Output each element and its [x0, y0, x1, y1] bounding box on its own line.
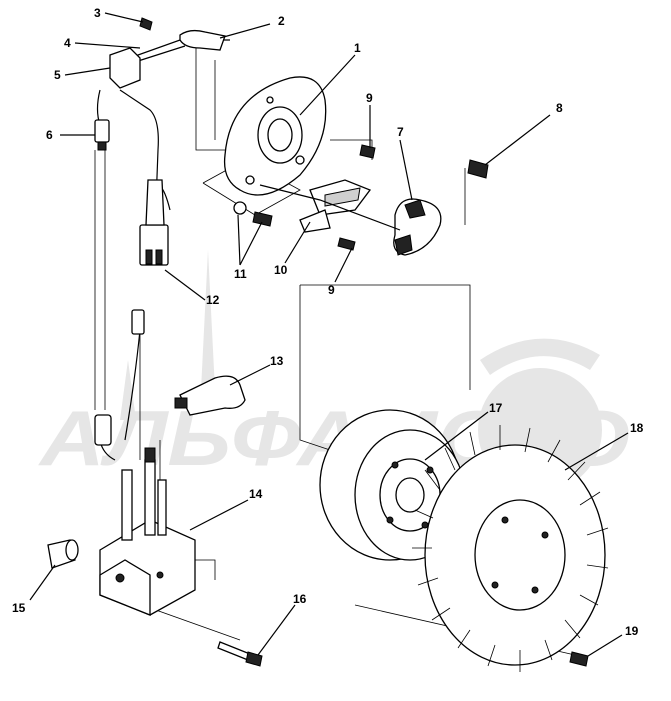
multi-pin-connector: [139, 179, 169, 266]
callout-label: 15: [12, 601, 26, 615]
callout-label: 18: [630, 421, 644, 435]
callout-label: 10: [274, 263, 288, 277]
connector-block: [109, 47, 141, 89]
callout-label: 14: [249, 487, 263, 501]
callout-label: 19: [625, 624, 639, 638]
callout-label: 5: [54, 68, 61, 82]
stator-plate: [223, 76, 327, 196]
ignition-coil: [99, 447, 196, 616]
callout-label: 7: [397, 125, 404, 139]
callout-label: 12: [206, 293, 220, 307]
callout-label: 16: [293, 592, 307, 606]
callout-label: 8: [556, 101, 563, 115]
callout-label: 3: [94, 6, 101, 20]
callout-label: 1: [354, 41, 361, 55]
bullet-connector: [94, 119, 110, 151]
callout-label: 9: [328, 283, 335, 297]
charging-coil: [393, 198, 442, 256]
callout-label: 2: [278, 14, 285, 28]
coil-spacer: [47, 539, 79, 569]
clamp-screw: [139, 17, 153, 31]
callout-label: 11: [234, 267, 247, 281]
ignition-lead: [94, 309, 145, 461]
leader-lines: [29, 12, 629, 657]
fan-bolt: [569, 651, 589, 667]
screw-and-washer: [233, 201, 273, 227]
callout-label: 9: [366, 91, 373, 105]
callout-label: 6: [46, 128, 53, 142]
mounting-bolt: [467, 159, 489, 179]
wire-clamp: [179, 29, 226, 51]
coil-bolt: [217, 641, 263, 667]
spark-plug-cap: [174, 375, 246, 416]
stator-screw: [337, 237, 356, 251]
stator-screw: [359, 144, 376, 159]
flywheel: [319, 409, 466, 561]
cooling-fan: [412, 425, 609, 672]
callout-label: 13: [270, 354, 284, 368]
callout-label: 17: [489, 401, 503, 415]
callout-label: 4: [64, 36, 71, 50]
callouts: 1 2 3 4 5 6 7 8 9 9 10 11 12 13 14 15 16…: [12, 6, 644, 638]
